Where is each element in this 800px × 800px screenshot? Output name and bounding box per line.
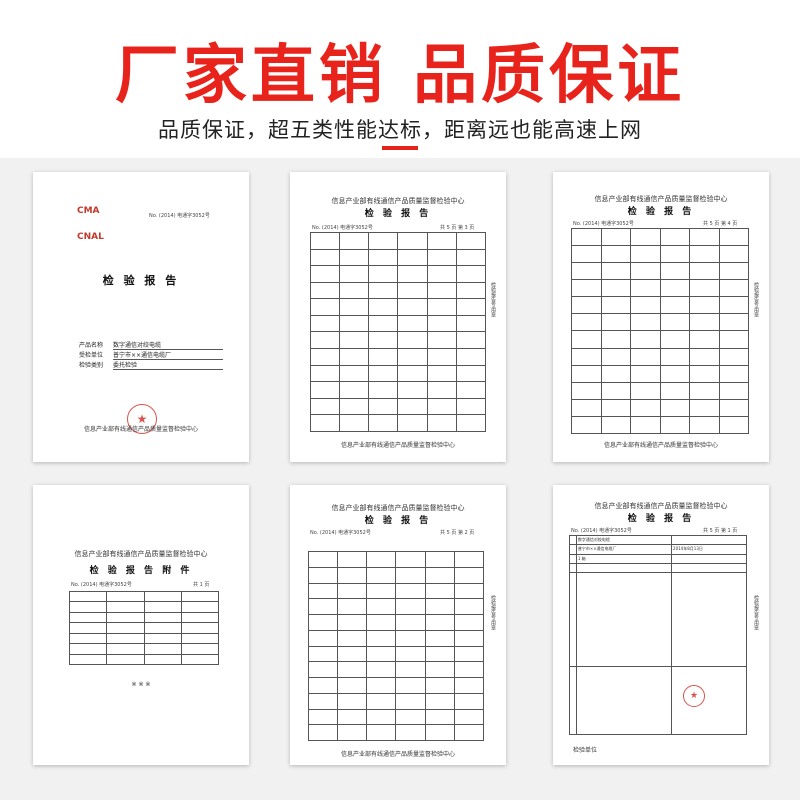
doc-header: 信息产业部有线通信产品质量监督检验中心 [331,197,465,205]
client-label: 受检单位 [79,352,104,359]
doc-title: 检 验 报 告 [364,516,432,526]
doc-report-a[interactable]: 信息产业部有线通信产品质量监督检验中心 检 验 报 告 No. (2014) 电… [290,172,506,462]
page-number: 共 5 页 第 3 页 [440,225,475,231]
doc-number: No. (2014) 电通字3052号 [573,221,634,227]
doc-report-b[interactable]: 信息产业部有线通信产品质量监督检验中心 检 验 报 告 No. (2014) 电… [553,172,769,462]
cma-logo: CMA [77,206,100,216]
doc-header: 信息产业部有线通信产品质量监督检验中心 [74,550,208,558]
page-number: 共 5 页 第 2 页 [440,530,475,536]
cnal-logo: CNAL [77,232,104,242]
doc-header: 信息产业部有线通信产品质量监督检验中心 [594,195,728,203]
doc-number: No. (2014) 电通字3052号 [310,530,371,536]
data-table [309,232,487,432]
doc-title: 检 验 报 告 [364,209,432,219]
accent-divider [382,146,418,150]
data-table [307,551,485,741]
page-number: 共 5 页 第 4 页 [703,221,738,227]
report-date: 2014年8月13日 [671,544,747,555]
doc-footer: ※ ※ ※ [131,681,151,688]
client-row: 受检单位 普宁市××通信电缆厂 [79,350,223,360]
page-number: 共 5 页 第 1 页 [703,528,738,534]
doc-report-d[interactable]: 信息产业部有线通信产品质量监督检验中心 检 验 报 告 No. (2014) 电… [553,485,769,765]
page-number: 共 1 页 [193,582,210,588]
doc-footer: 信息产业部有线通信产品质量监督检验中心 [603,442,718,449]
doc-footer: 检验单位 [573,747,598,754]
doc-header: 信息产业部有线通信产品质量监督检验中心 [331,504,465,512]
banner: 厂家直销 品质保证 品质保证，超五类性能达标，距离远也能高速上网 [0,0,800,150]
headline: 厂家直销 品质保证 [114,39,686,113]
doc-footer: 信息产业部有线通信产品质量监督检验中心 [340,442,455,449]
client-value: 普宁市××通信电缆厂 [575,544,673,555]
product-value: 数字通信对绞电缆 [575,534,673,546]
client-value: 普宁市××通信电缆厂 [113,350,223,360]
official-stamp: ★ [683,685,705,707]
product-value: 数字通信对绞电缆 [113,340,223,350]
doc-footer: 信息产业部有线通信产品质量监督检验中心 [83,426,198,433]
subline: 品质保证，超五类性能达标，距离远也能高速上网 [158,118,642,142]
doc-title: 检 验 报 告 [627,514,695,524]
side-note: 检验报告专用章 [753,282,759,317]
data-table [68,590,220,666]
product-label: 产品名称 [79,342,104,349]
type-row: 检验类别 委托检验 [79,360,223,370]
doc-number: No. (2014) 电通字3052号 [149,213,210,219]
doc-title: 检 验 报 告 附 件 [89,566,193,576]
type-value: 委托检验 [113,360,223,370]
doc-number: No. (2014) 电通字3052号 [71,582,132,588]
side-note: 检验报告专用章 [753,595,759,630]
side-note: 检验报告专用章 [490,595,496,630]
doc-cover[interactable]: CMA CNAL No. (2014) 电通字3052号 检 验 报 告 产品名… [33,172,249,462]
doc-number: No. (2014) 电通字3052号 [312,225,373,231]
doc-title: 检 验 报 告 [627,207,695,217]
data-table [571,227,749,435]
doc-header: 信息产业部有线通信产品质量监督检验中心 [594,502,728,510]
doc-footer: 信息产业部有线通信产品质量监督检验中心 [340,751,455,758]
doc-report-c[interactable]: 信息产业部有线通信产品质量监督检验中心 检 验 报 告 No. (2014) 电… [290,485,506,765]
doc-appendix[interactable]: 信息产业部有线通信产品质量监督检验中心 检 验 报 告 附 件 No. (201… [33,485,249,765]
side-note: 检验报告专用章 [490,282,496,317]
doc-number: No. (2014) 电通字3052号 [571,528,632,534]
type-label: 检验类别 [79,362,104,369]
official-stamp: ★ [127,404,157,434]
doc-title: 检 验 报 告 [102,274,180,287]
sample-quantity: 1 箱 [575,553,673,564]
product-row: 产品名称 数字通信对绞电缆 [79,340,223,350]
